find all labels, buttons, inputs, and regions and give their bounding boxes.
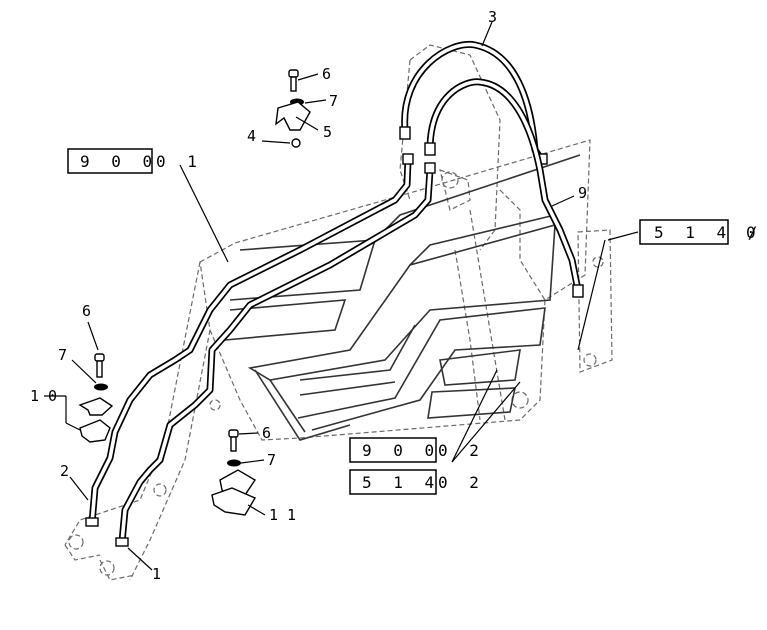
bolt-shank-upper — [290, 76, 297, 92]
loader-plates — [224, 154, 581, 441]
ref-514-02-main: 5 1 4 — [362, 473, 440, 492]
pipe-1-fitting — [115, 537, 129, 547]
pipe-2-upper-fitting — [402, 153, 414, 165]
callout-7-left: 7 — [58, 346, 67, 364]
hydraulic-pipe-2 — [85, 153, 414, 527]
callout-11: 1 1 — [269, 506, 296, 524]
ref-box-514-0[interactable]: 5 1 4 / 0 — [639, 219, 763, 245]
callout-9: 9 — [578, 184, 587, 202]
pipe-2-fitting — [85, 517, 99, 527]
hose-9-fitting-right — [572, 284, 584, 298]
pipe-1-upper-fitting — [424, 162, 436, 174]
ref-514-02-suffix: 0 2 — [438, 473, 485, 492]
bolt-head-left — [94, 353, 105, 362]
callout-6-lower: 6 — [262, 424, 271, 442]
callout-6-upper: 6 — [322, 65, 331, 83]
ref-box-900-02[interactable]: 9 0 0 0 2 — [349, 437, 485, 463]
clamp-left-lower — [79, 419, 111, 443]
hose-3-fitting-left — [399, 126, 411, 140]
ref-900-02-main: 9 0 0 — [362, 441, 440, 460]
callout-7-lower: 7 — [267, 451, 276, 469]
ref-900-01-main: 9 0 0 — [80, 152, 158, 171]
callout-7-upper: 7 — [329, 92, 338, 110]
callout-3: 3 — [488, 8, 497, 26]
lower-clamp-assembly — [211, 429, 257, 516]
callout-labels: 3 6 7 5 4 9 6 7 1 0 6 7 2 1 1 1 — [30, 8, 587, 583]
clamp-lower-lower — [211, 487, 257, 516]
callout-4: 4 — [247, 127, 256, 145]
ref-514-0-suffix: 0 — [746, 223, 762, 242]
hydraulic-pipe-1 — [115, 162, 436, 547]
washer-left — [94, 383, 108, 391]
bolt-head-upper — [288, 69, 299, 78]
ref-514-0-main: 5 1 4 / — [654, 223, 763, 242]
leader-lines — [44, 21, 639, 571]
nut-upper — [291, 138, 301, 148]
hose-9-fitting-left — [424, 142, 436, 156]
upper-clamp-assembly — [275, 69, 311, 148]
bolt-head-lower — [228, 429, 239, 438]
hydraulic-hose-9 — [424, 78, 584, 298]
left-clamp-assembly — [78, 353, 114, 443]
bolt-shank-left — [96, 360, 103, 378]
bolt-shank-lower — [230, 436, 237, 452]
ref-900-02-suffix: 0 2 — [438, 441, 485, 460]
callout-10: 1 0 — [30, 387, 57, 405]
clamp-left-upper — [78, 397, 114, 416]
washer-lower — [227, 459, 241, 467]
callout-1: 1 — [152, 565, 161, 583]
clamp-upper — [275, 101, 311, 131]
callout-2: 2 — [60, 462, 69, 480]
ref-900-01-suffix: 0 1 — [156, 152, 203, 171]
callout-5: 5 — [323, 123, 332, 141]
ref-box-900-01[interactable]: 9 0 0 0 1 — [67, 148, 203, 174]
ref-box-514-02[interactable]: 5 1 4 0 2 — [349, 469, 485, 495]
callout-6-left: 6 — [82, 302, 91, 320]
